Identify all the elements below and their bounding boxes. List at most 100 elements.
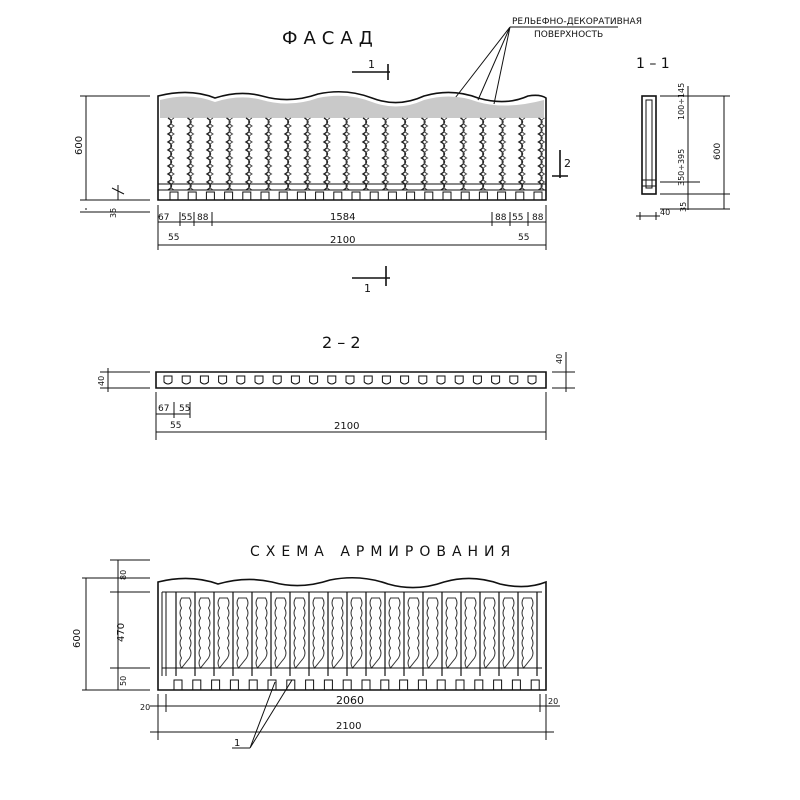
reinforcement-tooth	[211, 679, 221, 691]
facade-tooth	[278, 191, 288, 201]
reinforcement-dim-2060: 2060	[336, 694, 364, 707]
section-2-2-tooth	[199, 375, 209, 385]
section-2-2-dim-40-right: 40	[555, 354, 564, 364]
facade-rib	[264, 117, 270, 191]
section-2-2-tooth	[400, 375, 410, 385]
svg-text:1: 1	[364, 282, 371, 295]
facade-rib	[306, 117, 312, 191]
facade-dim-88b: 88	[495, 213, 507, 223]
facade-dim-88a: 88	[197, 213, 209, 223]
reinforcement-dim-80: 80	[119, 570, 128, 580]
reinforcement-insert	[293, 597, 306, 669]
reinforcement-dim-470: 470	[116, 623, 127, 642]
section-2-2-teeth	[163, 375, 537, 385]
reinforcement-insert	[407, 597, 420, 669]
facade-rib	[244, 117, 251, 191]
facade-tooth	[387, 191, 397, 201]
facade-rib	[521, 117, 527, 191]
facade-tooth	[169, 191, 179, 201]
facade-rib	[501, 117, 507, 191]
facade-dim-55a: 55	[181, 213, 192, 223]
relief-note-line1: РЕЛЬЕФНО-ДЕКОРАТИВНАЯ	[512, 17, 642, 27]
facade-rib	[420, 117, 426, 191]
reinforcement-insert	[388, 597, 401, 669]
reinforcement-dims-bottom	[150, 694, 560, 740]
section-2-2-tooth	[472, 375, 482, 385]
reinforcement-tooth	[399, 679, 409, 691]
facade-tooth	[442, 191, 452, 201]
section-2-2-tooth	[236, 375, 246, 385]
reinforcement-tooth	[436, 679, 446, 691]
reinforcement-bars	[175, 592, 538, 676]
facade-rib	[345, 117, 351, 191]
facade-tooth	[224, 191, 234, 201]
facade-rib	[459, 117, 465, 191]
facade-dim-55-right: 55	[518, 233, 529, 243]
facade-tooth	[406, 191, 416, 201]
reinforcement-dim-600: 600	[72, 629, 83, 648]
facade-rib	[384, 117, 390, 191]
facade-rib	[443, 117, 449, 191]
facade-tooth	[315, 191, 325, 201]
reinforcement-insert	[464, 597, 477, 669]
facade-tooth	[424, 191, 434, 201]
reinforcement-tooth	[192, 679, 202, 691]
section-2-2-dim-2100: 2100	[334, 421, 359, 432]
section-mark-1-top: 1	[352, 58, 390, 80]
reinforcement-dim-20-left: 20	[140, 703, 150, 712]
facade-dim-2100: 2100	[330, 235, 355, 246]
facade-dim-row1	[157, 205, 547, 250]
reinforcement-title: СХЕМА АРМИРОВАНИЯ	[250, 544, 516, 560]
facade-rib	[381, 117, 387, 191]
reinforcement-insert	[236, 597, 249, 669]
reinforcement-tooth	[380, 679, 390, 691]
facade-dim-67: 67	[158, 213, 169, 223]
facade-panel	[157, 90, 547, 201]
reinforcement-tooth	[173, 679, 183, 691]
facade-tooth	[333, 191, 343, 201]
section-2-2-dim-55b: 55	[170, 421, 181, 431]
reinforcement-insert	[426, 597, 439, 669]
reinforcement-tooth	[530, 679, 540, 691]
reinforcement-tooth	[305, 679, 315, 691]
section-2-2-tooth	[491, 375, 501, 385]
section-1-1-dim-35: 35	[679, 202, 688, 212]
reinforcement-insert	[483, 597, 496, 669]
section-2-2-tooth	[254, 375, 264, 385]
facade-rib	[267, 117, 273, 191]
facade-rib-pattern	[166, 117, 546, 191]
section-1-1-title: 1 – 1	[636, 56, 670, 72]
section-2-2-profile	[155, 371, 547, 389]
section-2-2-tooth	[181, 375, 191, 385]
relief-note-leader	[451, 26, 618, 105]
facade-rib	[322, 117, 329, 191]
facade-tooth	[533, 191, 543, 201]
reinforcement-tooth	[323, 679, 333, 691]
reinforcement-tooth	[229, 679, 239, 691]
section-2-2-tooth	[309, 375, 319, 385]
section-1-1-profile	[641, 95, 657, 195]
svg-text:1: 1	[368, 58, 375, 71]
facade-rib	[342, 117, 348, 191]
facade-panel-outline	[157, 90, 547, 201]
section-2-2-tooth	[327, 375, 337, 385]
facade-rib	[326, 117, 332, 191]
facade-rib	[209, 117, 215, 191]
reinforcement-view: СХЕМА АРМИРОВАНИЯ 600 80 470 50 20 2060 …	[72, 544, 560, 749]
relief-note-line2: ПОВЕРХНОСТЬ	[534, 30, 603, 40]
reinforcement-tooth	[361, 679, 371, 691]
section-2-2-tooth	[509, 375, 519, 385]
section-2-2-tooth	[218, 375, 228, 385]
facade-dim-55b: 55	[512, 213, 523, 223]
section-2-2-tooth	[381, 375, 391, 385]
facade-tooth	[242, 191, 252, 201]
reinforcement-insert	[445, 597, 458, 669]
facade-dim-height-line	[80, 95, 150, 213]
reinforcement-leader	[232, 679, 293, 749]
reinforcement-panel-outline	[157, 576, 547, 691]
facade-tooth	[460, 191, 470, 201]
section-2-2-dim-40-left: 40	[97, 376, 106, 386]
facade-tooth	[205, 191, 215, 201]
facade-rib	[170, 117, 176, 191]
facade-rib	[189, 117, 195, 191]
